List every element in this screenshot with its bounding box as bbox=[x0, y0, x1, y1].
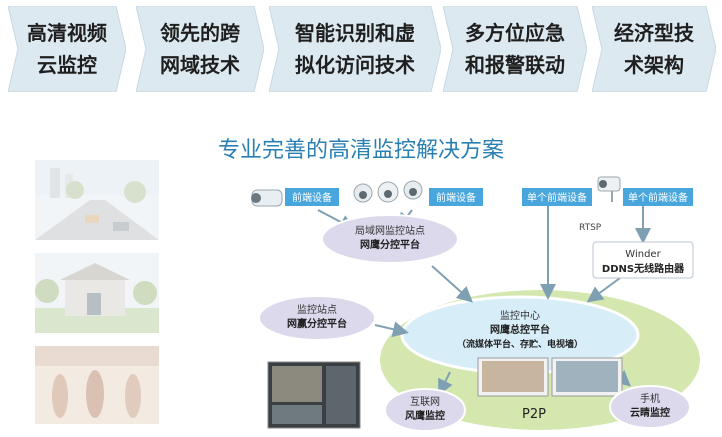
dome-camera-icon bbox=[353, 180, 423, 203]
photo-street bbox=[35, 160, 159, 240]
router-box bbox=[592, 241, 694, 279]
banner-step-3-text: 智能识别和虚 拟化访问技术 bbox=[295, 21, 415, 77]
chevron-shape bbox=[8, 6, 126, 92]
device-tag-left-2 bbox=[429, 188, 483, 206]
device-tag-right-2-text: 单个前端设备 bbox=[628, 191, 688, 204]
router-line2: DDNS无线路由器 bbox=[602, 262, 685, 275]
monitor-site-node bbox=[258, 295, 376, 341]
page-subtitle: 专业完善的高清监控解决方案 bbox=[217, 138, 504, 163]
chevron-shape bbox=[592, 6, 716, 92]
building-image bbox=[35, 253, 159, 333]
banner-step-2-text: 领先的跨 网域技术 bbox=[160, 21, 240, 77]
center-line2: 网鹰总控平台 bbox=[490, 323, 550, 336]
lan-site-line1: 局域网监控站点 bbox=[355, 224, 425, 237]
chevron-shape bbox=[269, 6, 441, 92]
lan-site-node bbox=[321, 214, 459, 264]
device-tag-right-1-text: 单个前端设备 bbox=[527, 191, 587, 204]
mobile-line1: 手机 bbox=[640, 392, 660, 405]
banner-step-4-text: 多方位应急 和报警联动 bbox=[465, 21, 565, 77]
internet-line2: 风鹰监控 bbox=[405, 409, 445, 422]
banner-step-3: 智能识别和虚 拟化访问技术 bbox=[269, 6, 441, 92]
bullet-camera-icon bbox=[251, 189, 283, 207]
banner-step-1-text: 高清视频 云监控 bbox=[27, 21, 107, 77]
device-tag-right-1 bbox=[522, 188, 592, 206]
photo-shop bbox=[35, 346, 159, 424]
street-image bbox=[35, 160, 159, 240]
mobile-line2: 云睛监控 bbox=[630, 406, 670, 419]
monitor-site-line1: 监控站点 bbox=[297, 303, 337, 316]
device-tag-left-1-text: 前端设备 bbox=[292, 191, 332, 204]
lan-site-line2: 网鹰分控平台 bbox=[360, 238, 420, 251]
chevron-shape bbox=[443, 6, 587, 92]
rtsp-label: RTSP bbox=[579, 223, 602, 233]
center-line1: 监控中心 bbox=[500, 309, 540, 322]
chevron-shape bbox=[136, 6, 264, 92]
device-tag-left-1 bbox=[285, 188, 339, 206]
client-software-screenshot bbox=[267, 361, 361, 429]
center-line3: （流媒体平台、存贮、电视墙） bbox=[457, 338, 583, 350]
monitor-site-line2: 网赢分控平台 bbox=[287, 317, 347, 330]
banner-step-2: 领先的跨 网域技术 bbox=[136, 6, 264, 92]
internet-node bbox=[384, 388, 466, 432]
network-camera-icon bbox=[597, 176, 621, 202]
device-tag-left-2-text: 前端设备 bbox=[436, 191, 476, 204]
banner-step-4: 多方位应急 和报警联动 bbox=[443, 6, 587, 92]
video-wall-screens bbox=[477, 357, 623, 397]
banner-step-5-text: 经济型技 术架构 bbox=[614, 21, 694, 77]
p2p-label: P2P bbox=[522, 407, 546, 422]
photo-building bbox=[35, 253, 159, 333]
router-line1: Winder bbox=[625, 249, 661, 260]
mobile-node bbox=[609, 385, 691, 429]
internet-line1: 互联网 bbox=[410, 396, 440, 408]
banner-step-5: 经济型技 术架构 bbox=[592, 6, 716, 92]
device-tag-right-2 bbox=[623, 188, 693, 206]
banner-step-1: 高清视频 云监控 bbox=[8, 6, 126, 92]
shop-image bbox=[35, 346, 159, 424]
